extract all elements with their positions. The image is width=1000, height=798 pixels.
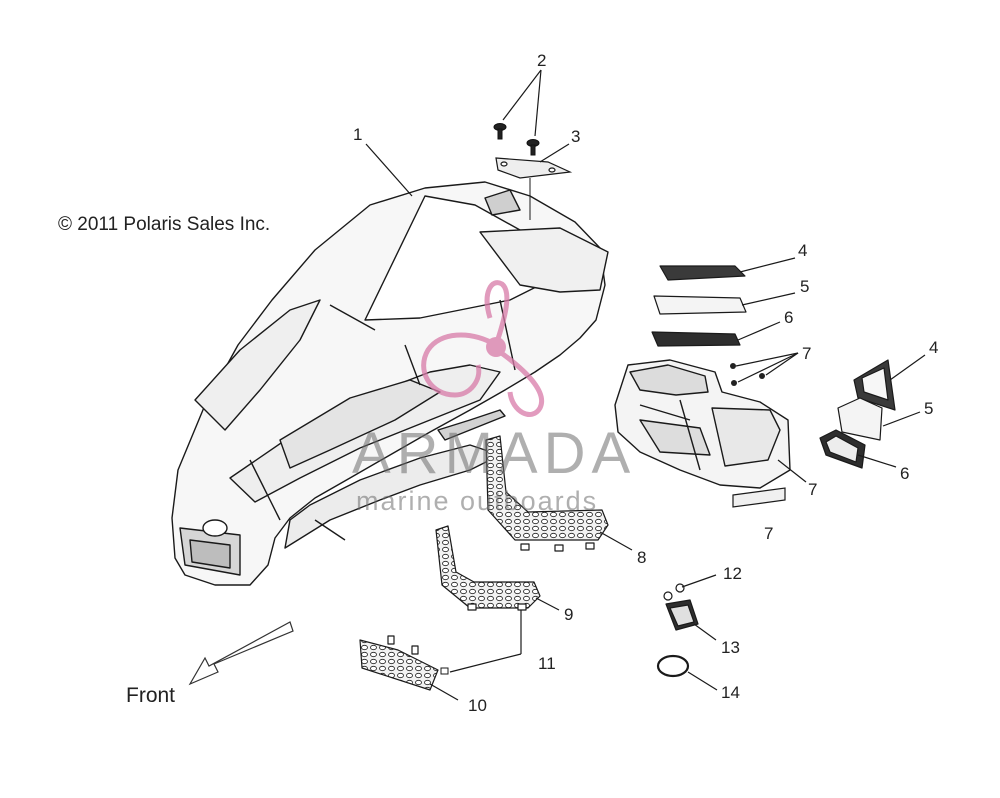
front-direction-label: Front — [126, 684, 176, 707]
callout-4-side: 4 — [929, 338, 939, 357]
foam-strip — [732, 487, 786, 508]
callout-7-screws: 7 — [802, 344, 812, 363]
side-vent-stack — [819, 359, 896, 469]
callout-1: 1 — [353, 125, 363, 144]
callout-7-tray: 7 — [808, 480, 818, 499]
callout-3: 3 — [571, 127, 581, 146]
callout-13: 13 — [721, 638, 740, 657]
grommet-ring — [656, 654, 690, 678]
callout-10: 10 — [468, 696, 487, 715]
side-grille-lower — [435, 525, 541, 611]
callout-4-upper: 4 — [798, 241, 808, 260]
airbox-tray — [614, 359, 791, 489]
clip-piece — [440, 667, 449, 675]
callout-5-upper: 5 — [800, 277, 810, 296]
front-grille — [359, 635, 439, 691]
callout-9: 9 — [564, 605, 574, 624]
callout-14: 14 — [721, 683, 740, 702]
callout-7-strip: 7 — [764, 524, 774, 543]
callout-12: 12 — [723, 564, 742, 583]
leader-lines — [365, 69, 926, 701]
callout-5-side: 5 — [924, 399, 934, 418]
nut-pair — [663, 583, 685, 601]
side-grille-upper — [485, 435, 609, 552]
callout-8: 8 — [637, 548, 647, 567]
copyright-notice: © 2011 Polaris Sales Inc. — [58, 214, 271, 235]
watermark-logo-icon — [421, 280, 545, 417]
watermark-tagline: marine outboards — [356, 486, 599, 516]
callout-11: 11 — [538, 654, 556, 673]
clip-bracket — [665, 599, 699, 631]
callout-6-side: 6 — [900, 464, 910, 483]
upper-vent-stack — [651, 265, 747, 347]
callout-2: 2 — [537, 51, 547, 70]
screw-pair — [493, 123, 540, 156]
small-screws — [730, 363, 765, 386]
front-arrow-icon — [188, 621, 294, 686]
callout-6-upper: 6 — [784, 308, 794, 327]
watermark-brand: ARMADA — [352, 421, 637, 486]
bracket-plate — [495, 157, 573, 179]
